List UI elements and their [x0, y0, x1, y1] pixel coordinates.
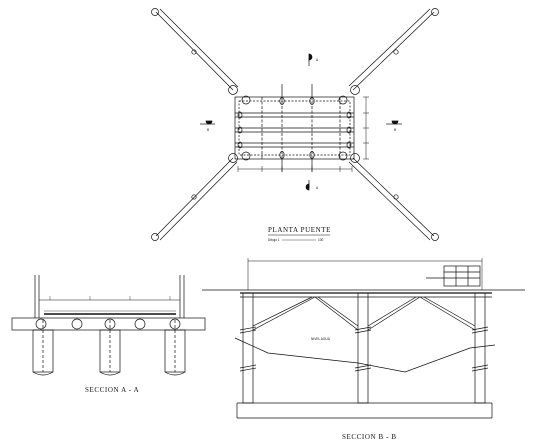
plan-view: [151, 8, 439, 241]
plan-scale-label: Dibujo 1: [268, 238, 280, 242]
section-b-marker-left: B: [207, 128, 209, 132]
section-aa-title: SECCION A - A: [85, 386, 139, 394]
cable-stays: [155, 8, 435, 241]
plan-dimensions: [237, 96, 369, 172]
section-bb-view: [202, 258, 525, 419]
deck: [234, 96, 355, 160]
section-bb-title: SECCION B - B: [342, 433, 397, 441]
plan-scale-value: 100: [318, 238, 324, 242]
plan-title: PLANTA PUENTE: [268, 226, 331, 234]
water-level-label: NIVEL AGUA: [311, 337, 331, 341]
anchor-blocks: [151, 8, 439, 241]
section-a-marker-bottom: A: [316, 186, 319, 190]
section-aa-view: [11, 275, 206, 376]
section-a-marker-top: A: [316, 58, 319, 62]
section-markers: [200, 53, 402, 191]
section-b-marker-right: B: [394, 128, 396, 132]
